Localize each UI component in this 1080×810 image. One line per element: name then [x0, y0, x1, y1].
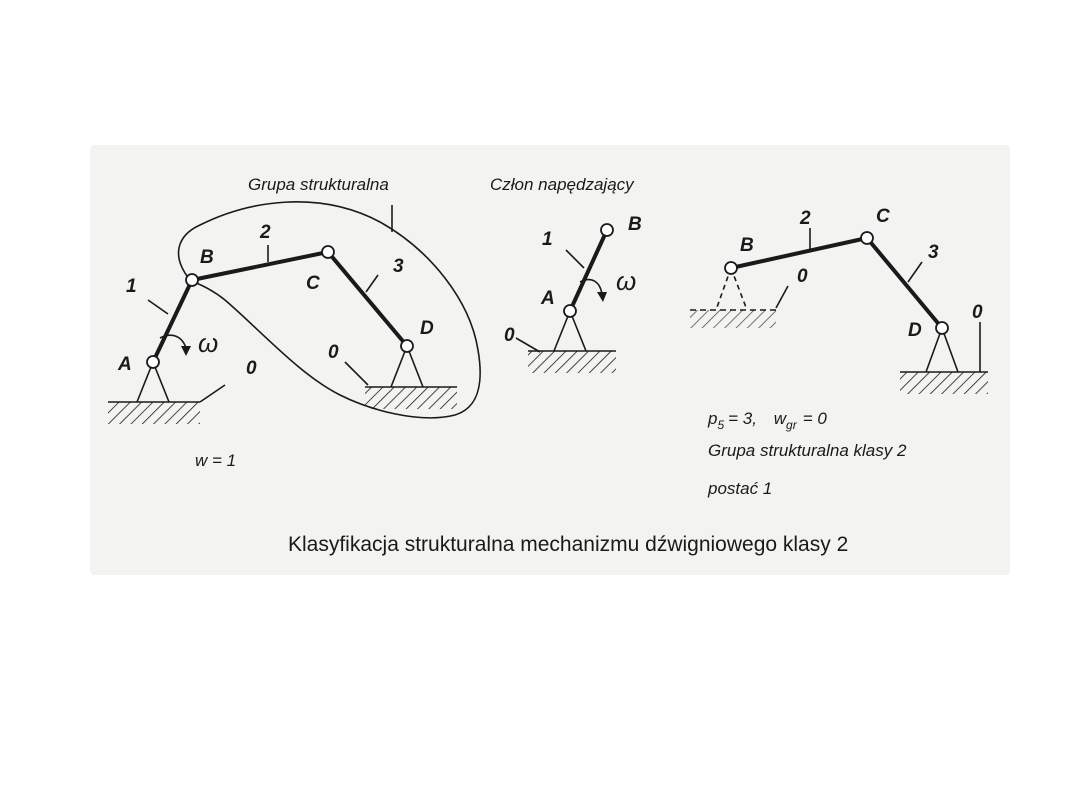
label-ground-0b: 0	[328, 342, 339, 363]
driving-link-1	[568, 228, 609, 313]
joint-b-middle	[600, 223, 614, 237]
link-3-right	[865, 236, 944, 330]
joint-a-middle	[563, 304, 577, 318]
label-d: D	[420, 318, 434, 339]
label-link-2-right: 2	[799, 208, 811, 229]
joint-b	[185, 273, 199, 287]
label-a-middle: A	[540, 288, 555, 309]
label-omega-middle: ω	[616, 266, 636, 296]
joint-c-right	[860, 231, 874, 245]
label-ground-0a-right: 0	[797, 266, 808, 287]
joint-b-right	[724, 261, 738, 275]
leader-1	[147, 299, 169, 315]
label-omega: ω	[198, 328, 218, 358]
label-ground-0a: 0	[246, 358, 257, 379]
right-structural-group: B C D 2 3 0 0 p5 = 3, wgr = 0 Grupa strukt…	[690, 206, 988, 498]
omega-arrow-middle-icon	[579, 278, 603, 295]
p5-symbol: p	[707, 409, 717, 428]
left-mechanism: Grupa strukturalna A B C D 1 2 3 0 0 ω w…	[108, 175, 481, 470]
link-1	[151, 278, 194, 364]
link-2	[190, 250, 330, 282]
ground-support-middle	[528, 310, 616, 373]
label-czlon-napedzajacy: Człon napędzający	[490, 175, 635, 194]
label-link-3: 3	[393, 256, 404, 277]
ground-support-b-dashed	[690, 267, 776, 328]
ground-support-d	[365, 345, 457, 409]
leader-right-0a	[775, 285, 789, 309]
ground-support-d-right	[900, 327, 988, 394]
label-c: C	[306, 273, 320, 294]
label-b-right: B	[740, 235, 754, 256]
wgr-subscript: gr	[786, 418, 798, 432]
label-ground-0-middle: 0	[504, 325, 515, 346]
label-link-1-middle: 1	[542, 229, 553, 250]
wgr-value: = 0	[803, 409, 828, 428]
label-ground-0b-right: 0	[972, 302, 983, 323]
joint-d	[400, 339, 414, 353]
label-postac: postać 1	[707, 479, 772, 498]
label-a: A	[117, 354, 132, 375]
label-link-1: 1	[126, 276, 137, 297]
link-3	[326, 250, 409, 348]
joint-c	[321, 245, 335, 259]
omega-arrow-icon	[159, 334, 187, 349]
label-p5-formula: p5 = 3, wgr = 0	[707, 409, 827, 432]
label-b-middle: B	[628, 214, 642, 235]
label-grupa-strukturalna: Grupa strukturalna	[248, 175, 389, 194]
label-w-eq: w = 1	[195, 451, 236, 470]
leader-middle-1	[565, 249, 585, 269]
omega-arrowhead-icon	[181, 346, 191, 356]
joint-d-right	[935, 321, 949, 335]
p5-value: = 3,	[728, 409, 757, 428]
leader-3	[365, 274, 379, 293]
joint-a	[146, 355, 160, 369]
structural-group-outline	[177, 201, 481, 419]
omega-arrowhead-middle-icon	[597, 292, 607, 302]
leader-0b	[344, 361, 369, 386]
link-2-right	[729, 236, 869, 270]
ground-support-a	[108, 361, 200, 424]
label-link-2: 2	[259, 222, 271, 243]
wgr-symbol: w	[774, 409, 788, 428]
leader-0a	[199, 384, 226, 403]
label-d-right: D	[908, 320, 922, 341]
label-b: B	[200, 247, 214, 268]
leader-right-3	[907, 261, 923, 283]
middle-mechanism: Człon napędzający B A 1 0 ω	[490, 175, 642, 373]
label-c-right: C	[876, 206, 890, 227]
diagram-caption: Klasyfikacja strukturalna mechanizmu dźw…	[288, 533, 848, 556]
label-link-3-right: 3	[928, 242, 939, 263]
label-grupa-klasy: Grupa strukturalna klasy 2	[708, 441, 907, 460]
leader-middle-0	[515, 337, 541, 353]
p5-subscript: 5	[717, 418, 724, 432]
